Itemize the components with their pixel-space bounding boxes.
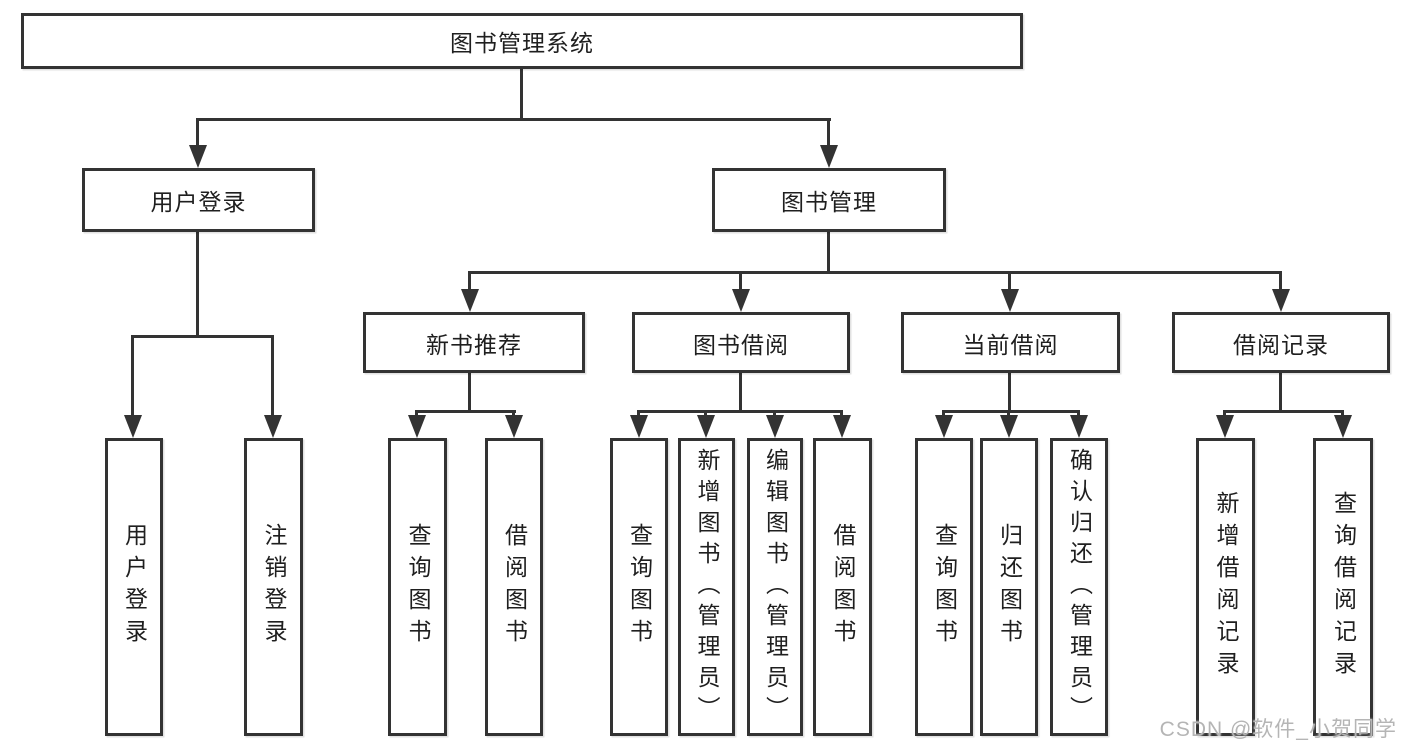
- arrow-down-icon: [124, 415, 142, 438]
- arrow-down-icon: [1001, 289, 1019, 312]
- arrow-down-icon: [1216, 415, 1234, 438]
- node-book-borrow: 图书借阅: [632, 312, 850, 373]
- leaf-bb-add-books: 新增图书（管理员）: [678, 438, 735, 736]
- leaf-bb-borrow-books: 借阅图书: [813, 438, 872, 736]
- arrow-down-icon: [630, 415, 648, 438]
- leaf-cb-confirm-return-label: 确认归还（管理员）: [1066, 447, 1093, 727]
- connector-line: [1223, 410, 1226, 418]
- arrow-down-icon: [1000, 415, 1018, 438]
- connector-line: [468, 373, 471, 410]
- connector-line: [1077, 410, 1080, 418]
- leaf-cb-query-books: 查询图书: [915, 438, 973, 736]
- leaf-br-add-record-label: 新增借阅记录: [1213, 491, 1239, 683]
- node-library-management-system: 图书管理系统: [21, 13, 1023, 69]
- arrow-down-icon: [1070, 415, 1088, 438]
- leaf-br-query-record-label: 查询借阅记录: [1330, 491, 1357, 683]
- connector-line: [827, 118, 830, 146]
- leaf-cb-return-books: 归还图书: [980, 438, 1038, 736]
- arrow-down-icon: [820, 145, 838, 168]
- arrow-down-icon: [1272, 289, 1290, 312]
- connector-line: [196, 232, 199, 335]
- arrow-down-icon: [264, 415, 282, 438]
- connector-line: [827, 232, 830, 271]
- csdn-watermark: CSDN @软件_小贺同学: [1159, 718, 1397, 741]
- connector-line: [196, 118, 199, 146]
- connector-line: [131, 335, 274, 338]
- arrow-down-icon: [935, 415, 953, 438]
- leaf-user-login: 用户登录: [105, 438, 163, 736]
- connector-line: [739, 271, 742, 290]
- leaf-cb-confirm-return: 确认归还（管理员）: [1050, 438, 1108, 736]
- arrow-down-icon: [461, 289, 479, 312]
- arrow-down-icon: [505, 415, 523, 438]
- connector-line: [1279, 271, 1282, 290]
- leaf-nb-query-books-label: 查询图书: [405, 523, 431, 651]
- leaf-nb-borrow-books-label: 借阅图书: [501, 523, 528, 651]
- arrow-down-icon: [408, 415, 426, 438]
- leaf-cb-return-books-label: 归还图书: [996, 523, 1023, 651]
- connector-line: [739, 373, 742, 410]
- node-book-management: 图书管理: [712, 168, 946, 232]
- connector-line: [840, 410, 843, 418]
- arrow-down-icon: [732, 289, 750, 312]
- leaf-nb-query-books: 查询图书: [388, 438, 447, 736]
- leaf-bb-edit-books-label: 编辑图书（管理员）: [762, 447, 789, 727]
- connector-line: [637, 410, 640, 418]
- connector-line: [1223, 410, 1344, 413]
- connector-line: [415, 410, 516, 413]
- connector-line: [637, 410, 843, 413]
- connector-line: [1008, 271, 1011, 290]
- leaf-logout: 注销登录: [244, 438, 303, 736]
- leaf-bb-edit-books: 编辑图书（管理员）: [747, 438, 803, 736]
- connector-line: [520, 69, 523, 118]
- connector-line: [1007, 410, 1010, 418]
- arrow-down-icon: [1334, 415, 1352, 438]
- leaf-bb-query-books: 查询图书: [610, 438, 668, 736]
- leaf-nb-borrow-books: 借阅图书: [485, 438, 543, 736]
- connector-line: [131, 335, 134, 415]
- arrow-down-icon: [833, 415, 851, 438]
- node-user-login: 用户登录: [82, 168, 315, 232]
- leaf-bb-add-books-label: 新增图书（管理员）: [694, 447, 720, 727]
- node-current-borrow: 当前借阅: [901, 312, 1120, 373]
- arrow-down-icon: [766, 415, 784, 438]
- connector-line: [196, 118, 831, 121]
- connector-line: [942, 410, 1080, 413]
- connector-line: [1008, 373, 1011, 410]
- leaf-cb-query-books-label: 查询图书: [931, 523, 958, 651]
- connector-line: [1341, 410, 1344, 418]
- leaf-bb-query-books-label: 查询图书: [626, 523, 653, 651]
- leaf-user-login-label: 用户登录: [121, 523, 148, 651]
- connector-line: [415, 410, 418, 418]
- node-new-book-recommend: 新书推荐: [363, 312, 585, 373]
- connector-line: [468, 271, 1282, 274]
- leaf-logout-label: 注销登录: [261, 523, 287, 651]
- node-borrow-records: 借阅记录: [1172, 312, 1390, 373]
- arrow-down-icon: [697, 415, 715, 438]
- connector-line: [468, 271, 471, 290]
- connector-line: [773, 410, 776, 418]
- connector-line: [271, 335, 274, 415]
- leaf-br-add-record: 新增借阅记录: [1196, 438, 1255, 736]
- arrow-down-icon: [189, 145, 207, 168]
- connector-line: [942, 410, 945, 418]
- leaf-bb-borrow-books-label: 借阅图书: [830, 523, 856, 651]
- connector-line: [512, 410, 515, 418]
- connector-line: [1279, 373, 1282, 410]
- leaf-br-query-record: 查询借阅记录: [1313, 438, 1373, 736]
- connector-line: [704, 410, 707, 418]
